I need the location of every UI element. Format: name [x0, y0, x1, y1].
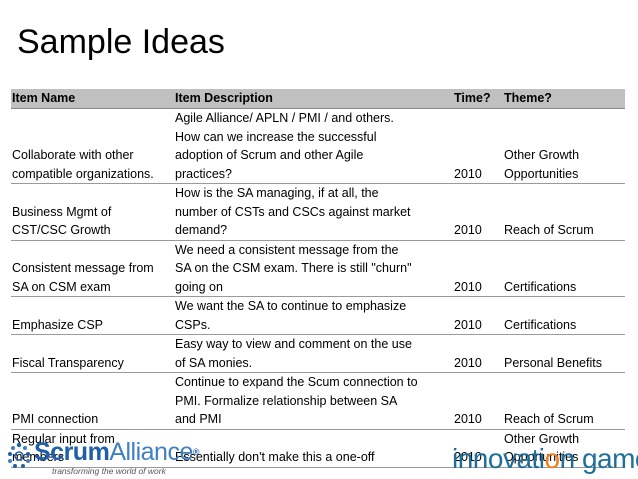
- header-item-name: Item Name: [11, 89, 174, 109]
- cell-line: We need a consistent message from the: [175, 242, 399, 257]
- registered-mark: ®: [192, 447, 200, 457]
- logo-accent-o: o: [544, 443, 561, 474]
- cell-item-name: Business Mgmt of CST/CSC Growth: [11, 183, 174, 241]
- brand-scrum: Scrum: [34, 438, 110, 466]
- cell-item-name: Consistent message from SA on CSM exam: [11, 240, 174, 297]
- cell-line: How can we increase the successful: [175, 129, 377, 144]
- cell-time: 2010: [453, 240, 503, 297]
- cell-item-name: Fiscal Transparency: [11, 334, 174, 373]
- cell-line: Consistent message from: [12, 261, 154, 275]
- header-item-description: Item Description: [174, 89, 453, 109]
- cell-line: demand?: [175, 223, 228, 237]
- cell-item-name: Regular input from members: [11, 429, 174, 468]
- slide-title: Sample Ideas: [17, 23, 225, 61]
- table-row: Fiscal Transparency Easy way to view and…: [11, 334, 625, 373]
- cell-line: CSPs.: [175, 317, 211, 332]
- scrum-alliance-wordmark: ScrumAlliance®: [34, 438, 200, 466]
- cell-line: going on: [175, 279, 223, 294]
- cell-line: How is the SA managing, if at all, the: [175, 186, 379, 200]
- table-header-row: Item Name Item Description Time? Theme?: [11, 89, 625, 109]
- cell-line: Agile Alliance/ APLN / PMI / and others.: [175, 111, 394, 125]
- cell-line: SA on the CSM exam. There is still "chur…: [175, 261, 412, 275]
- cell-item-name: Emphasize CSP: [11, 296, 174, 335]
- cell-theme: Personal Benefits: [503, 334, 625, 373]
- table-row: Business Mgmt of CST/CSC Growth How is t…: [11, 183, 625, 241]
- cell-line: number of CSTs and CSCs against market: [175, 204, 411, 219]
- cell-item-description: Easy way to view and comment on the use …: [174, 334, 453, 373]
- cell-theme: Other Growth Opportunities: [503, 429, 625, 468]
- cell-item-description: Agile Alliance/ APLN / PMI / and others.…: [174, 108, 453, 184]
- cell-line: Other Growth: [504, 431, 580, 446]
- cell-theme: Certifications: [503, 296, 625, 335]
- logo-part-1: innovati: [452, 443, 545, 474]
- cell-line: compatible organizations.: [12, 166, 154, 181]
- cell-line: Business Mgmt of: [12, 204, 112, 219]
- cell-line: Opportunities: [504, 166, 579, 181]
- ideas-table: Item Name Item Description Time? Theme? …: [11, 89, 625, 468]
- cell-time: 2010: [453, 334, 503, 373]
- cell-item-description: We need a consistent message from the SA…: [174, 240, 453, 297]
- cell-item-description: We want the SA to continue to emphasize …: [174, 296, 453, 335]
- cell-item-name: Collaborate with other compatible organi…: [11, 108, 174, 184]
- header-time: Time?: [453, 89, 503, 109]
- cell-time: 2010: [453, 372, 503, 430]
- scrum-alliance-swirl-icon: [8, 442, 30, 468]
- cell-line: [12, 128, 174, 147]
- cell-time: 2010: [453, 183, 503, 241]
- cell-line: of SA monies.: [175, 355, 253, 370]
- scrum-alliance-logo: ScrumAlliance® transforming the world of…: [6, 438, 200, 478]
- cell-line: CST/CSC Growth: [12, 223, 111, 237]
- table-row: PMI connection Continue to expand the Sc…: [11, 372, 625, 430]
- cell-line: Other Growth: [504, 148, 580, 162]
- cell-time: 2010: [453, 108, 503, 184]
- cell-line: Opportunities: [504, 450, 579, 464]
- cell-theme: Reach of Scrum: [503, 183, 625, 241]
- innovation-games-logo: innovation games: [452, 444, 638, 474]
- cell-item-description: Essentially don't make this a one-off: [174, 429, 453, 468]
- cell-line: Continue to expand the Scum connection t…: [175, 375, 418, 389]
- cell-item-name: PMI connection: [11, 372, 174, 430]
- cell-theme: Reach of Scrum: [503, 372, 625, 430]
- cell-line: Collaborate with other: [12, 148, 134, 162]
- brand-alliance: Alliance: [109, 438, 193, 466]
- header-theme: Theme?: [503, 89, 625, 109]
- cell-line: members: [12, 450, 65, 464]
- cell-item-description: How is the SA managing, if at all, the n…: [174, 183, 453, 241]
- cell-line: Regular input from: [12, 431, 115, 446]
- table-row: Regular input from members Essentially d…: [11, 429, 625, 468]
- cell-line: Easy way to view and comment on the use: [175, 337, 412, 351]
- cell-theme: Other Growth Opportunities: [503, 108, 625, 184]
- cell-line: and PMI: [175, 412, 222, 426]
- cell-line: PMI. Formalize relationship between SA: [175, 393, 398, 408]
- cell-line: [12, 109, 174, 128]
- table-row: Collaborate with other compatible organi…: [11, 108, 625, 184]
- cell-line: SA on CSM exam: [12, 279, 111, 294]
- cell-line: adoption of Scrum and other Agile: [175, 148, 364, 162]
- cell-theme: Certifications: [503, 240, 625, 297]
- cell-line: We want the SA to continue to emphasize: [175, 299, 407, 313]
- cell-time: 2010: [453, 296, 503, 335]
- table-row: Emphasize CSP We want the SA to continue…: [11, 296, 625, 335]
- scrum-alliance-tagline: transforming the world of work: [52, 466, 166, 476]
- cell-time: 2010: [453, 429, 503, 468]
- table-row: Consistent message from SA on CSM exam W…: [11, 240, 625, 297]
- logo-part-2: n games: [559, 443, 638, 474]
- cell-line: practices?: [175, 166, 232, 181]
- cell-item-description: Continue to expand the Scum connection t…: [174, 372, 453, 430]
